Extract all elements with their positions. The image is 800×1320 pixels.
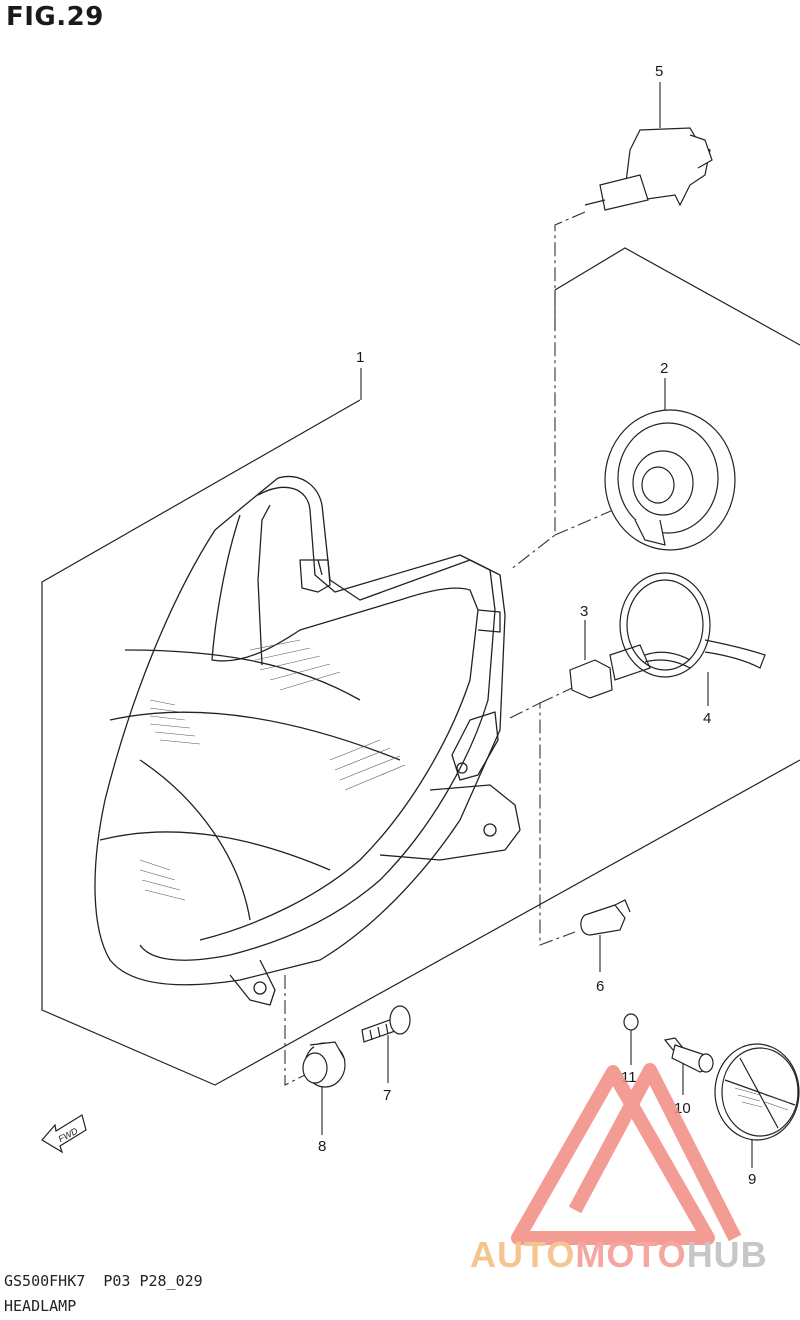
section-name: HEADLAMP	[4, 1297, 77, 1315]
callout-4: 4	[703, 710, 711, 727]
figure-title: FIG.29	[6, 2, 104, 32]
reflector-hatching	[734, 1087, 791, 1111]
callout-leaders	[321, 82, 753, 1168]
spacer-collar	[663, 1037, 714, 1073]
watermark-part-moto: MOTO	[575, 1234, 687, 1275]
bulb-socket	[569, 644, 691, 699]
fwd-arrow-icon	[41, 1114, 87, 1154]
watermark-part-hub: HUB	[686, 1234, 768, 1275]
lens-hatching	[139, 639, 406, 901]
watermark-part-auto: AUTO	[470, 1234, 576, 1275]
rubber-grommet	[302, 1041, 346, 1088]
washer	[623, 1013, 639, 1031]
model-code: GS500FHK7 P03 P28_029	[4, 1272, 203, 1290]
callout-8: 8	[318, 1138, 326, 1155]
assembly-outline	[41, 247, 800, 1086]
callout-6: 6	[596, 978, 604, 995]
reflector-disc	[714, 1043, 800, 1141]
callout-7: 7	[383, 1087, 391, 1104]
callout-numbers: 1 2 3 4 5 6 7 8 9 10 11	[318, 63, 756, 1188]
position-bulb	[580, 899, 631, 936]
callout-9: 9	[748, 1171, 756, 1188]
sealing-ring	[619, 572, 766, 678]
dashed-leaders	[284, 211, 626, 1086]
mounting-screw	[361, 1005, 411, 1043]
callout-5: 5	[655, 63, 663, 80]
headlamp-housing	[94, 476, 521, 1006]
watermark-text: AUTOMOTOHUB	[470, 1234, 768, 1276]
headlamp-bulb	[584, 127, 713, 211]
socket-cover	[604, 409, 736, 551]
callout-2: 2	[660, 360, 668, 377]
callout-1: 1	[356, 349, 364, 366]
watermark-logo-icon	[511, 1063, 742, 1245]
callout-3: 3	[580, 603, 588, 620]
